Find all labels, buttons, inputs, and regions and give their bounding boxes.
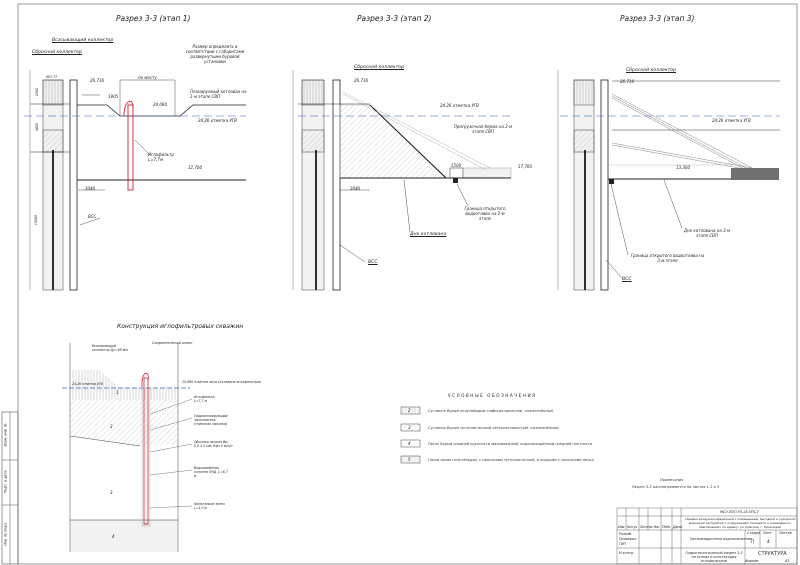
label-size-note: Размер определить в соответствии с габар… — [185, 44, 245, 64]
header-kol: Кол.уч — [627, 525, 638, 529]
legend-num: 4 — [408, 441, 411, 446]
label-hose: Соединительный шланг — [152, 341, 193, 345]
label-wall: ВСС — [88, 214, 97, 219]
layer-3: 3 — [110, 490, 113, 495]
project-name: «Замена воздушно-дренажной с помещением,… — [684, 517, 796, 529]
legend-item: Суглинок бурый полутвёрдый слабопесчанис… — [428, 409, 553, 413]
stage-value: П — [751, 539, 755, 544]
section-name: Организационное водопонижение — [690, 537, 753, 541]
label-level-top: 26,716 — [90, 78, 104, 83]
label-pit-level: 25,660 отметка низа котлована иглофильтр… — [182, 380, 261, 384]
section-stage-3 — [557, 70, 780, 291]
label-collector-outlet: Сбросной коллектор — [32, 50, 83, 55]
header-sign: Подп. — [662, 525, 672, 529]
legend-item: Глина серая полутвёрдая, с прослоями туг… — [428, 458, 594, 462]
label-filter-fill: Обсыпка песком Фр. 0,5-2,0 мм; Кф>5 м/су… — [194, 440, 233, 448]
header-doc: № док. — [649, 525, 660, 529]
label-wellpoint: Иглофильтр L=7,7 м — [194, 395, 215, 403]
label-level-bottom: 12,700 — [188, 165, 202, 170]
label-gwl: 24,26 отметка УГВ — [72, 382, 103, 386]
label-hydro: Гидроизолирующий заполнитель (глиняная з… — [194, 414, 228, 426]
notes-heading: Примечания — [660, 478, 684, 482]
notes-text: Разрез 3-3 рассматривается на листах 1,2… — [632, 485, 720, 489]
header-izm: Изм. — [618, 525, 626, 529]
label-pit-bottom: Дно котлована на 3-м этапе СВП — [683, 228, 731, 238]
drawing-name: Гидрогеологический разрез 3-3 на этапах … — [685, 551, 743, 563]
borehole-top-level: 607.77 — [46, 75, 58, 79]
section-stage-2 — [292, 70, 512, 291]
stage-header: Стадия — [747, 531, 761, 535]
legend-item: Песок бурый средней крупности маловлажны… — [428, 442, 593, 446]
label-filter: Фильтровое звено L=1,0 м — [194, 502, 225, 510]
label-gwl: 24,26 отметка УГВ — [712, 118, 751, 123]
borehole-dim-3: 10000 — [34, 214, 39, 226]
layer-4: 4 — [112, 534, 115, 539]
legend-num: 2 — [408, 408, 411, 413]
stamp-replace: Взам. инв. № — [3, 423, 8, 447]
label-suction: Всасывающий коллектор Ду=89 мм — [92, 344, 128, 352]
borehole-dim-2: 4800 — [35, 122, 40, 132]
format-label: Формат — [745, 559, 759, 563]
label-gwl: 24,26 отметка УГВ — [440, 103, 479, 108]
legend-num: 5 — [408, 457, 411, 462]
label-level-top: 26,716 — [354, 78, 368, 83]
label-casing: Водоприёмная колонна ПНД, L=6,7 м — [194, 466, 228, 478]
title-block-lines — [616, 507, 798, 565]
label-collector-inlet: Всасывающий коллектор — [52, 38, 114, 43]
label-drainage-boundary: Граница открытого водоотлива на 2-м этап… — [464, 206, 506, 221]
layer-1: 1 — [116, 390, 119, 395]
label-pit-bottom: Дно котлована — [410, 232, 447, 237]
label-wellpoint: Иглофильтр L=7,7м — [148, 152, 174, 162]
label-collector-outlet: Сбросной коллектор — [626, 68, 677, 73]
sheets-header: Листов — [779, 531, 792, 535]
label-wall: ВСС — [622, 277, 632, 282]
header-date: Дата — [673, 525, 682, 529]
wellpoint — [127, 104, 134, 191]
doc-code: МСЭ-ПОП-РЗ-25-ППС3 — [720, 510, 759, 514]
format-value: А3 — [785, 559, 790, 563]
label-level-bottom: 13,300 — [676, 165, 690, 170]
label-dim-small: 1500 — [451, 163, 462, 168]
borehole-dim-1: 2560 — [35, 87, 40, 97]
construction-title: Конструкция иглофильтровых скважин — [117, 323, 244, 330]
layer-2: 2 — [110, 424, 113, 429]
label-level-right: 17,760 — [518, 164, 532, 169]
label-dim-wall: 3040 — [350, 186, 361, 191]
stamp-sign-date: Подп. и дата — [3, 470, 8, 494]
legend-title: УСЛОВНЫЕ ОБОЗНАЧЕНИЯ — [448, 393, 537, 398]
label-dim-small: 1905 — [108, 94, 119, 99]
construction-diagram — [62, 343, 193, 552]
stamp-inv: Инв. № подл. — [3, 522, 8, 546]
label-wall: ВСС — [368, 260, 378, 265]
sheet-value: 4 — [767, 539, 770, 544]
legend-num: 3 — [408, 425, 411, 430]
label-dim-wall: 3040 — [85, 186, 96, 191]
section-3-title: Разрез 3-3 (этап 3) — [620, 14, 695, 23]
header-list: Лист — [640, 525, 649, 529]
label-on-site: по месту — [138, 75, 157, 80]
section-stage-1 — [24, 70, 246, 291]
role-norm: Н.контр. — [619, 551, 635, 555]
label-gwl: 24,26 отметка УГВ — [198, 118, 237, 123]
section-2-title: Разрез 3-3 (этап 2) — [357, 14, 432, 23]
label-collector-outlet: Сбросной коллектор — [354, 65, 405, 70]
label-level-top: 26,716 — [620, 79, 634, 84]
label-level-mid: 24,060 — [153, 102, 167, 107]
company-logo: СТРУКТУРА — [758, 551, 787, 557]
legend-item: Суглинок бурый тугопластичный легкопесча… — [428, 426, 559, 430]
label-drainage-boundary: Граница открытого водоотлива на 3-м этап… — [630, 253, 705, 263]
label-planned-pit: Планируемый котлован на 1-м этапе СВП — [190, 89, 247, 99]
label-berm: Пригрузочная берма на 2-м этапе СВП — [453, 124, 513, 134]
sheet-frame — [17, 3, 798, 565]
role-gip: ГИП — [619, 542, 626, 546]
role-developer: Разраб. — [619, 532, 633, 536]
role-checker: Проверил — [619, 537, 637, 541]
legend-swatches — [400, 406, 421, 464]
sheet-header: Лист — [763, 531, 772, 535]
section-1-title: Разрез 3-3 (этап 1) — [116, 14, 191, 23]
